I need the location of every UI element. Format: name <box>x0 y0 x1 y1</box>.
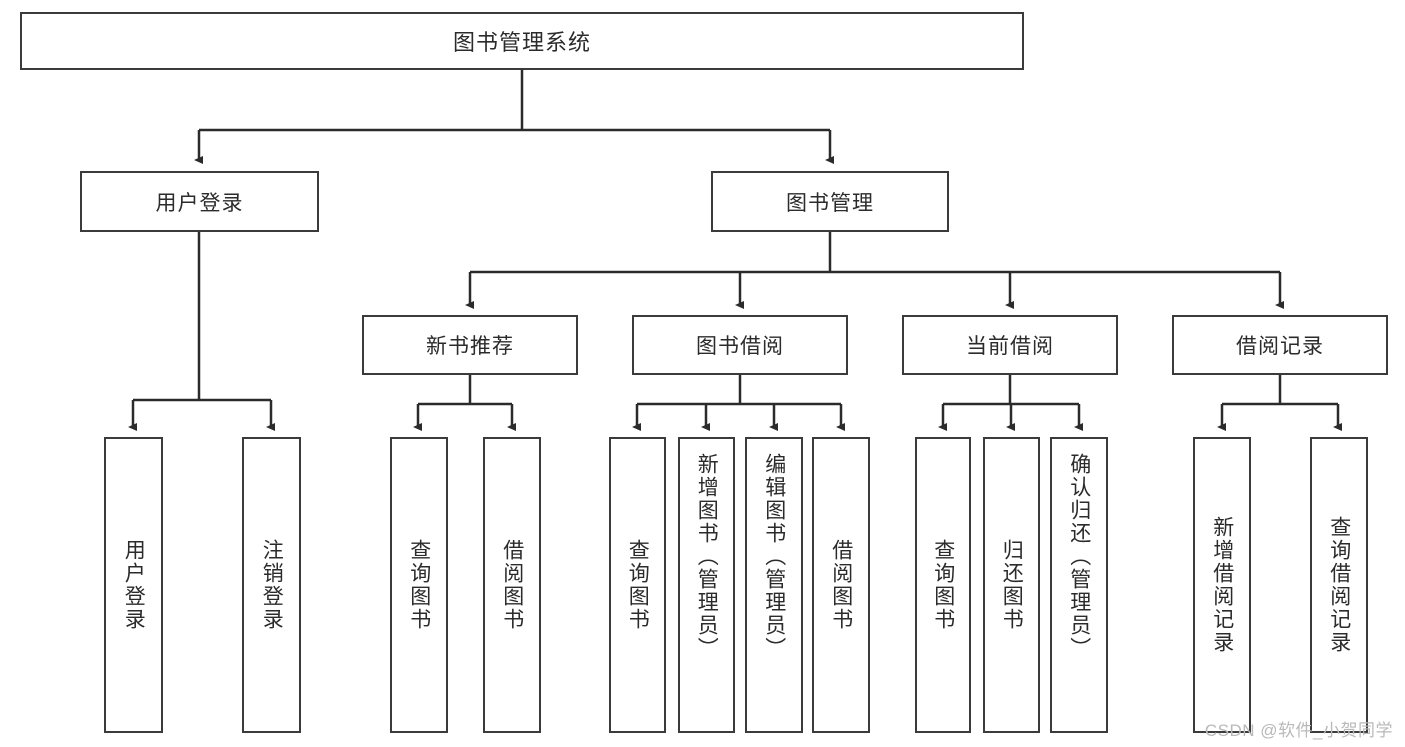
node-user-login[interactable]: 用户登录 <box>80 171 319 232</box>
leaf-add-record-label: 新增借阅记录 <box>1210 516 1234 654</box>
leaf-query-book-2-label: 查询图书 <box>626 539 650 631</box>
leaf-query-book-2[interactable]: 查询图书 <box>609 437 666 733</box>
leaf-borrow-book-1[interactable]: 借阅图书 <box>483 437 541 733</box>
node-book-manage-label: 图书管理 <box>786 191 874 215</box>
node-new-book-recommend-label: 新书推荐 <box>426 335 514 358</box>
leaf-query-book-3-label: 查询图书 <box>931 539 955 631</box>
leaf-query-record-label: 查询借阅记录 <box>1327 516 1351 654</box>
node-borrow-record-label: 借阅记录 <box>1236 335 1324 358</box>
node-current-borrow-label: 当前借阅 <box>966 335 1054 358</box>
leaf-return-book[interactable]: 归还图书 <box>983 437 1040 733</box>
node-root-label: 图书管理系统 <box>452 30 591 55</box>
leaf-query-book-1[interactable]: 查询图书 <box>390 437 448 733</box>
leaf-borrow-book-2-label: 借阅图书 <box>829 539 853 631</box>
leaf-query-book-3[interactable]: 查询图书 <box>915 437 971 733</box>
leaf-add-book[interactable]: 新增图书（管理员） <box>678 437 735 733</box>
node-book-manage[interactable]: 图书管理 <box>711 171 949 232</box>
watermark: CSDN @软件_小贺同学 <box>1204 721 1393 740</box>
node-book-borrow[interactable]: 图书借阅 <box>632 315 848 375</box>
leaf-borrow-book-2[interactable]: 借阅图书 <box>812 437 870 733</box>
leaf-add-book-label: 新增图书（管理员） <box>695 453 719 660</box>
leaf-user-login[interactable]: 用户登录 <box>104 437 163 733</box>
leaf-user-logout-label: 注销登录 <box>260 539 284 631</box>
node-root[interactable]: 图书管理系统 <box>20 12 1024 70</box>
leaf-return-book-label: 归还图书 <box>1000 539 1024 631</box>
leaf-confirm-return-label: 确认归还（管理员） <box>1067 453 1091 660</box>
leaf-add-record[interactable]: 新增借阅记录 <box>1193 437 1251 733</box>
leaf-borrow-book-1-label: 借阅图书 <box>500 539 524 631</box>
leaf-confirm-return[interactable]: 确认归还（管理员） <box>1050 437 1108 733</box>
leaf-edit-book[interactable]: 编辑图书（管理员） <box>745 437 803 733</box>
leaf-query-record[interactable]: 查询借阅记录 <box>1310 437 1368 733</box>
leaf-query-book-1-label: 查询图书 <box>407 539 431 631</box>
node-borrow-record[interactable]: 借阅记录 <box>1172 315 1388 375</box>
leaf-edit-book-label: 编辑图书（管理员） <box>762 453 786 660</box>
node-book-borrow-label: 图书借阅 <box>696 335 784 358</box>
node-current-borrow[interactable]: 当前借阅 <box>902 315 1118 375</box>
node-new-book-recommend[interactable]: 新书推荐 <box>362 315 578 375</box>
node-user-login-label: 用户登录 <box>155 191 244 215</box>
leaf-user-logout[interactable]: 注销登录 <box>242 437 301 733</box>
leaf-user-login-label: 用户登录 <box>122 539 146 631</box>
